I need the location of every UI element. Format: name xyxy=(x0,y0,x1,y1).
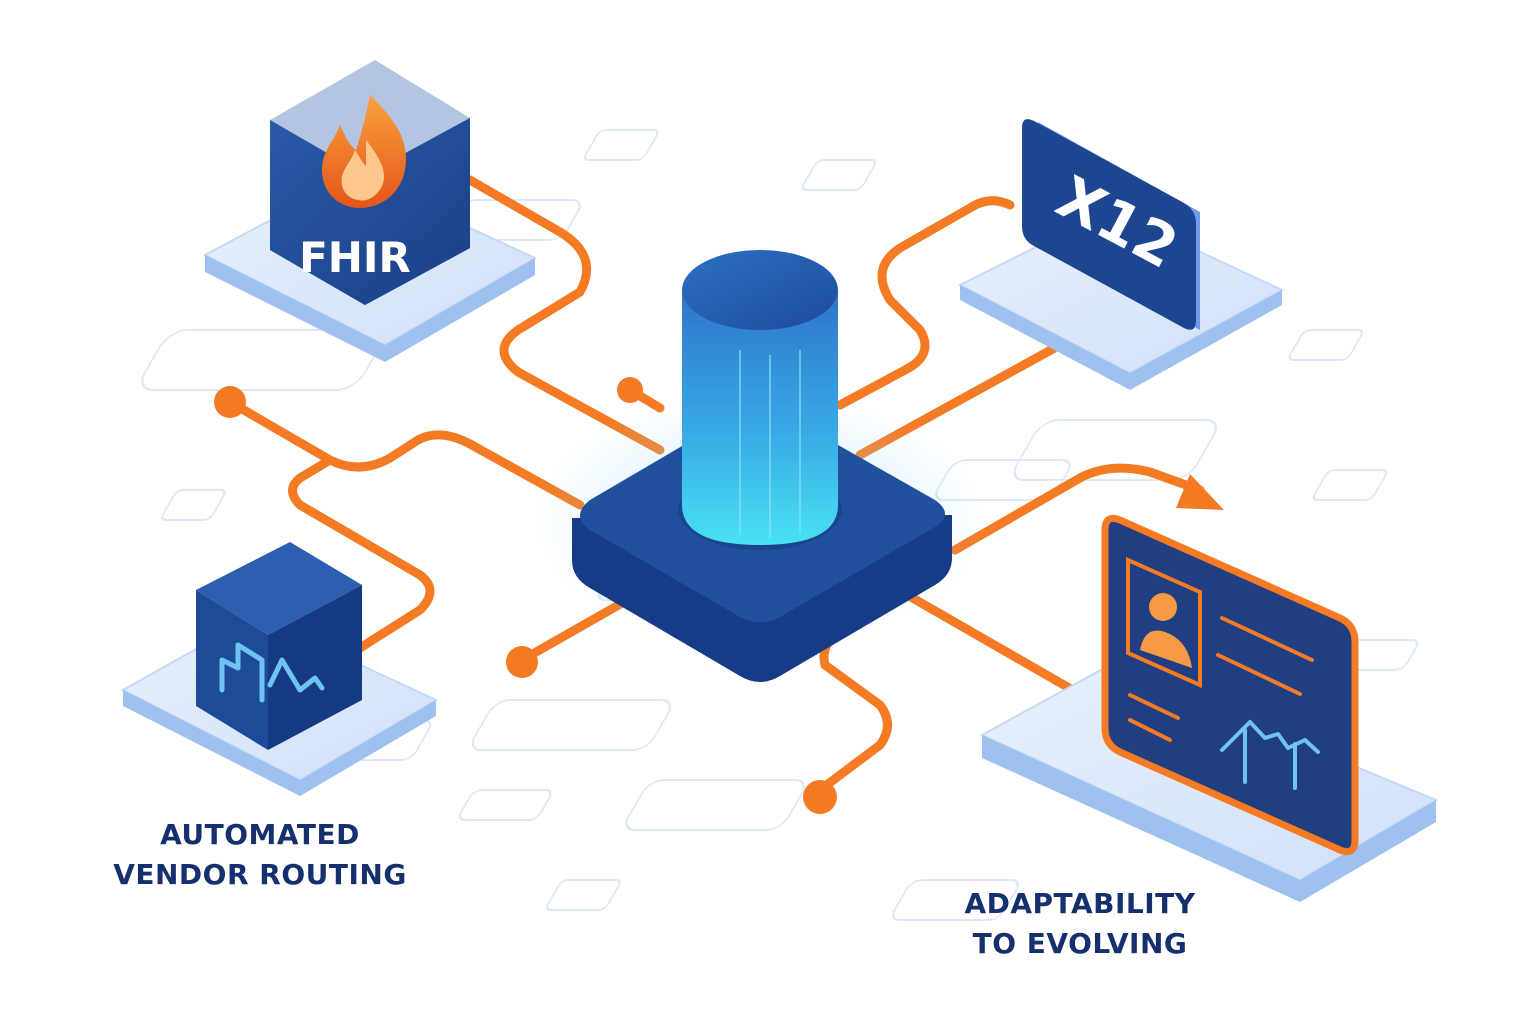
fhir-label: FHIR xyxy=(299,233,411,282)
caption-right: ADAPTABILITY TO EVOLVING xyxy=(945,884,1215,964)
routing-cube-left xyxy=(196,590,268,750)
central-hub xyxy=(530,250,990,682)
caption-left-line-1: AUTOMATED xyxy=(160,818,360,851)
connector-fhir-hub xyxy=(465,175,665,455)
profile-module xyxy=(979,514,1439,902)
flame-icon xyxy=(322,95,406,208)
user-avatar-icon xyxy=(1126,556,1202,689)
caption-right-line-1: ADAPTABILITY xyxy=(964,887,1196,920)
mini-chart-icon xyxy=(1220,720,1320,790)
waveform-icon xyxy=(219,642,325,703)
caption-left: AUTOMATED VENDOR ROUTING xyxy=(110,815,410,895)
fhir-module: FHIR xyxy=(202,60,538,362)
connector-dot xyxy=(214,386,246,418)
arrow-head-icon xyxy=(1176,474,1224,510)
caption-right-line-2: TO EVOLVING xyxy=(972,927,1188,960)
routing-module xyxy=(120,542,439,796)
routing-cube-top xyxy=(196,542,362,635)
database-cylinder-icon xyxy=(678,250,842,550)
caption-left-line-2: VENDOR ROUTING xyxy=(113,858,407,891)
connector-left-dot-hub xyxy=(225,397,585,510)
connector-dot xyxy=(617,377,643,403)
connector-hub-arrow xyxy=(950,463,1205,555)
connector-dot xyxy=(803,780,837,814)
connector-dots xyxy=(214,377,837,814)
card-text-lines xyxy=(1128,616,1314,742)
connector-dot xyxy=(506,646,538,678)
routing-cube-right xyxy=(268,585,362,750)
x12-module: X12 xyxy=(957,119,1285,390)
connector-x12-hub xyxy=(835,196,1015,410)
connector-routing-loop xyxy=(288,455,435,653)
x12-panel xyxy=(1022,119,1196,330)
